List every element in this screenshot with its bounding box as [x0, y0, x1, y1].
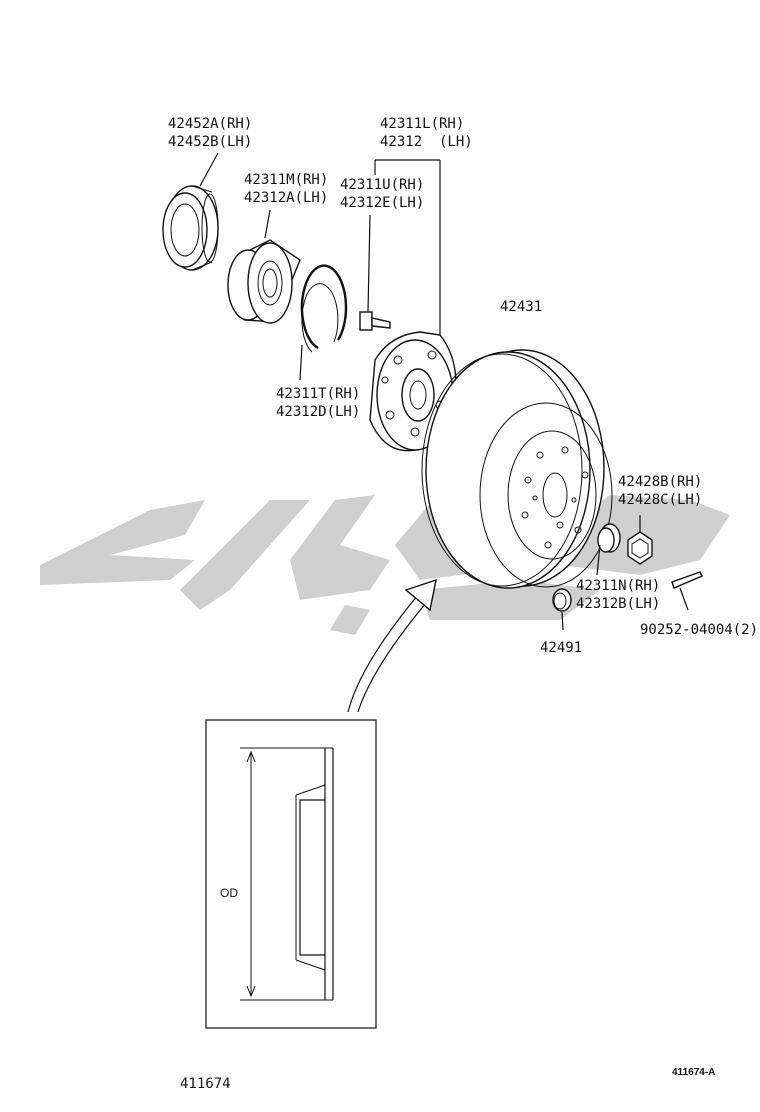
- callout-lock-nut-lh: 42428C(LH): [618, 492, 702, 508]
- callout-washer-rh: 42311N(RH): [576, 578, 660, 594]
- footer-left-code: 411674: [180, 1076, 231, 1092]
- bearing-part: [227, 239, 301, 324]
- callout-seal-lh: 42452B(LH): [168, 134, 252, 150]
- disc-section-inset: [205, 719, 377, 1029]
- callout-seal-rh: 42452A(RH): [168, 116, 252, 132]
- callout-hub-rh: 42311L(RH): [380, 116, 464, 132]
- callout-cap: 42491: [540, 640, 582, 656]
- footer-right-code: 411674-A: [672, 1067, 715, 1078]
- callout-bearing-lh: 42312A(LH): [244, 190, 328, 206]
- callout-hub-lh: 42312 (LH): [380, 134, 473, 150]
- oil-seal-part: [162, 185, 219, 271]
- hub-washer-part: [597, 523, 621, 553]
- leader-lines: [199, 152, 689, 631]
- brake-disc-part: [421, 349, 613, 589]
- snap-ring-part: [300, 264, 348, 353]
- callout-snap-ring-lh: 42312D(LH): [276, 404, 360, 420]
- hub-bolt-part: [359, 311, 391, 331]
- callout-bolt-lh: 42312E(LH): [340, 195, 424, 211]
- callout-bolt-rh: 42311U(RH): [340, 177, 424, 193]
- cotter-pin-part: [671, 571, 703, 589]
- callout-snap-ring-rh: 42311T(RH): [276, 386, 360, 402]
- od-dimension-label: OD: [220, 886, 238, 900]
- detail-arrow: [347, 578, 437, 713]
- callout-disc: 42431: [500, 299, 542, 315]
- callout-washer-lh: 42312B(LH): [576, 596, 660, 612]
- lock-nut-part: [627, 531, 653, 565]
- callout-cotter-pin: 90252-04004(2): [640, 622, 758, 638]
- callout-bearing-rh: 42311M(RH): [244, 172, 328, 188]
- callout-lock-nut-rh: 42428B(RH): [618, 474, 702, 490]
- hub-cap-part: [552, 588, 572, 612]
